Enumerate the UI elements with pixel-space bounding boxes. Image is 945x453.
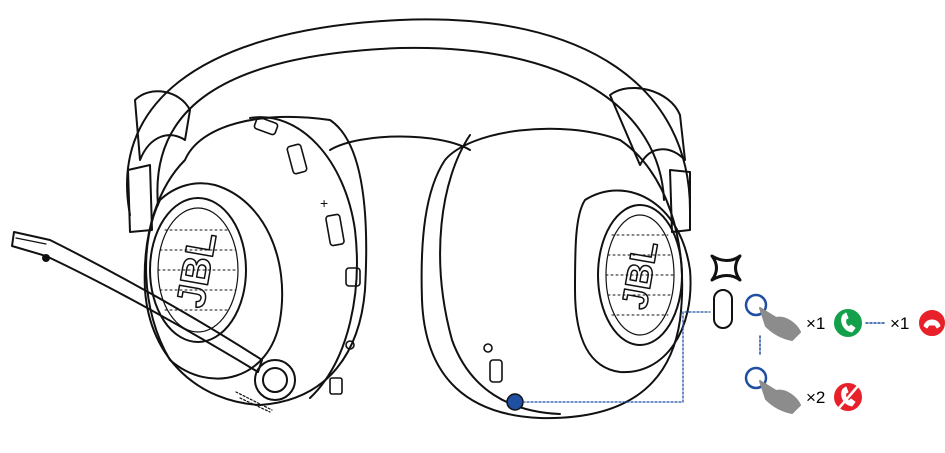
left-earcup-controls: + <box>253 116 361 395</box>
phone-answer-icon <box>834 309 862 337</box>
right-earcup-controls <box>483 343 503 383</box>
single-press-label-left: ×1 <box>806 314 825 333</box>
left-yoke <box>127 90 191 233</box>
tap-hand-icon <box>744 366 801 414</box>
multifunction-button-highlight <box>506 393 524 411</box>
single-press-label-right: ×1 <box>890 314 909 333</box>
audio-jack <box>345 340 355 350</box>
game-chat-dial <box>286 143 308 175</box>
right-earcup: JBL <box>420 127 692 420</box>
volume-dial <box>325 213 345 247</box>
mic-pivot <box>254 359 296 401</box>
usb-port <box>329 377 343 395</box>
bluetooth-multipoint-icon <box>710 254 742 282</box>
boom-mic <box>11 231 296 413</box>
power-slider <box>489 359 503 383</box>
right-jbl-logo: JBL <box>613 238 665 312</box>
svg-text:+: + <box>320 195 328 211</box>
top-slider-button <box>253 116 279 136</box>
leader-line <box>522 311 711 403</box>
power-icon <box>483 343 493 353</box>
phone-hangup-icon <box>919 310 945 336</box>
tap-hand-icon <box>744 293 801 341</box>
button-outline-icon <box>713 289 733 329</box>
mic-mute-button <box>345 267 361 287</box>
headband <box>126 18 691 216</box>
left-jbl-logo: JBL <box>169 229 225 311</box>
left-earcup: JBL <box>143 115 368 406</box>
double-press-label: ×2 <box>806 388 825 407</box>
phone-reject-icon <box>834 383 862 411</box>
